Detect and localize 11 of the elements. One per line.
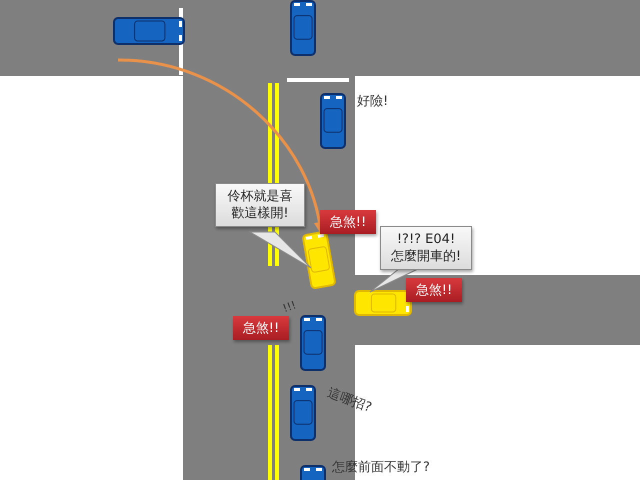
bubble-text: 怎麼開車的! xyxy=(390,248,462,265)
bubble-text: !?!? E04! xyxy=(396,231,456,248)
speech-text: 這哪招? xyxy=(324,384,374,417)
speech-bubble xyxy=(215,183,305,227)
brake-tag: 急煞!! xyxy=(233,316,289,340)
bubble-text: 伶杯就是喜歡這樣開! xyxy=(226,188,294,222)
brake-tag: 急煞!! xyxy=(320,210,376,234)
speech-text: 好險! xyxy=(357,93,388,110)
speech-text: !!! xyxy=(281,298,298,316)
speech-bubble xyxy=(380,226,472,270)
brake-tag: 急煞!! xyxy=(406,278,462,302)
